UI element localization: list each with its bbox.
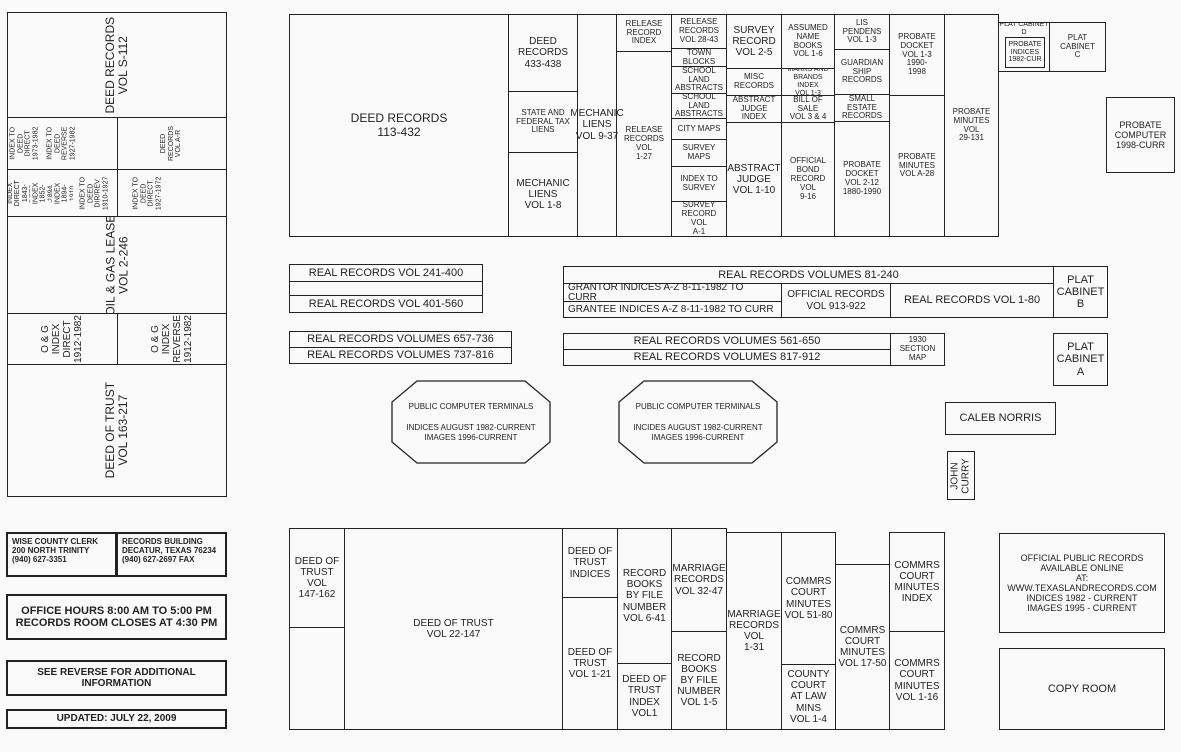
record-books-1-5-shelf: RECORD BOOKS BY FILE NUMBER VOL 1-5 bbox=[671, 631, 727, 730]
probate-indices-shelf: PROBATE INDICES 1982-CUR bbox=[1005, 37, 1045, 68]
assumed-name-books-shelf: ASSUMED NAME BOOKS VOL 1-6 bbox=[781, 14, 835, 69]
real-records-737-816-shelf: REAL RECORDS VOLUMES 737-816 bbox=[289, 347, 512, 364]
terminal-info: INDICES AUGUST 1982-CURRENT IMAGES 1996-… bbox=[406, 423, 536, 442]
release-records-28-43-shelf: RELEASE RECORDS VOL 28-43 bbox=[671, 14, 727, 49]
og-index-direct-shelf: O & G INDEX DIRECT 1912-1982 bbox=[39, 315, 84, 363]
office-hours-notice: OFFICE HOURS 8:00 AM TO 5:00 PM RECORDS … bbox=[6, 594, 227, 640]
official-records-913-922-shelf: OFFICIAL RECORDS VOL 913-922 bbox=[781, 283, 891, 318]
marriage-records-1-31-shelf: MARRIAGE RECORDS VOL 1-31 bbox=[726, 532, 782, 730]
public-computer-terminals-1[interactable]: PUBLIC COMPUTER TERMINALS INDICES AUGUST… bbox=[391, 380, 551, 464]
deed-of-trust-147-162-shelf: DEED OF TRUST VOL 147-162 bbox=[289, 528, 345, 628]
deed-of-trust-indices-shelf: DEED OF TRUST INDICES bbox=[562, 528, 618, 598]
deed-index-1852-shelf: DEED INDEX 1852-1894 bbox=[29, 182, 51, 204]
misc-records-shelf: MISC RECORDS bbox=[726, 68, 782, 96]
school-land-abstracts-shelf-1: SCHOOL LAND ABSTRACTS bbox=[671, 66, 727, 94]
probate-computer-desk: PROBATE COMPUTER 1998-CURR bbox=[1106, 97, 1175, 173]
guardianship-records-shelf: GUARDIAN SHIP RECORDS bbox=[834, 49, 890, 95]
probate-minutes-a28-shelf: PROBATE MINUTES VOL A-28 bbox=[889, 95, 945, 237]
deed-of-trust-1-21-shelf: DEED OF TRUST VOL 1-21 bbox=[562, 597, 618, 730]
index-reverse-1927-shelf: INDEX TO DEED REVERSE 1927-1982 bbox=[46, 126, 77, 161]
bill-of-sale-shelf: BILL OF SALE VOL 3 & 4 bbox=[781, 95, 835, 123]
oil-gas-lease-shelf: OIL & GAS LEASE VOL 2-246 bbox=[7, 216, 227, 314]
deed-of-trust-index-vol1-shelf: DEED OF TRUST INDEX VOL1 bbox=[617, 663, 672, 730]
probate-docket-2-12-shelf: PROBATE DOCKET VOL 2-12 1880-1990 bbox=[834, 121, 890, 237]
release-record-index-shelf: RELEASE RECORD INDEX bbox=[616, 14, 672, 52]
deed-records-a-r-shelf: DEED RECORDS VOL A-R bbox=[160, 125, 183, 162]
real-records-241-400-shelf: REAL RECORDS VOL 241-400 bbox=[289, 264, 483, 282]
survey-record-a1-shelf: SURVEY RECORD VOL A-1 bbox=[671, 201, 727, 237]
updated-date: UPDATED: JULY 22, 2009 bbox=[6, 709, 227, 729]
records-building-address: RECORDS BUILDING DECATUR, TEXAS 76234 (9… bbox=[116, 532, 227, 577]
real-records-817-912-shelf: REAL RECORDS VOLUMES 817-912 bbox=[563, 349, 891, 366]
county-court-at-law-shelf: COUNTY COURT AT LAW MINS VOL 1-4 bbox=[781, 664, 836, 730]
see-reverse-notice: SEE REVERSE FOR ADDITIONAL INFORMATION bbox=[6, 660, 227, 696]
deed-of-trust-22-147-shelf: DEED OF TRUST VOL 22-147 bbox=[344, 528, 563, 730]
terminal-outline bbox=[391, 380, 551, 464]
town-blocks-shelf: TOWN BLOCKS bbox=[671, 48, 727, 67]
abstract-judge-1-10-shelf: ABSTRACT JUDGE VOL 1-10 bbox=[726, 122, 782, 237]
mechanic-liens-9-37-label: MECHANIC LIENS VOL 9-37 bbox=[570, 108, 624, 142]
city-maps-shelf: CITY MAPS bbox=[671, 118, 727, 140]
official-bond-record-shelf: OFFICIAL BOND RECORD VOL 9-16 bbox=[781, 122, 835, 237]
survey-maps-shelf: SURVEY MAPS bbox=[671, 139, 727, 167]
index-dir-rev-shelf: INDEX TO DEED DIR/REV 1910-1927 bbox=[79, 176, 110, 210]
commrs-court-minutes-1-16-shelf: COMMRS COURT MINUTES VOL 1-16 bbox=[889, 631, 945, 730]
divider bbox=[117, 313, 118, 365]
commrs-court-minutes-17-50-shelf: COMMRS COURT MINUTES VOL 17-50 bbox=[835, 564, 890, 730]
deed-records-433-shelf: DEED RECORDS 433-438 bbox=[508, 14, 578, 92]
real-records-81-240-shelf: REAL RECORDS VOLUMES 81-240 bbox=[563, 266, 1054, 284]
caleb-norris-desk: CALEB NORRIS bbox=[945, 402, 1056, 435]
real-records-1-80-shelf: REAL RECORDS VOL 1-80 bbox=[890, 283, 1054, 318]
blank-shelf bbox=[289, 627, 345, 730]
lis-pendens-shelf: LIS PENDENS VOL 1-3 bbox=[834, 14, 890, 50]
john-curry-desk: JOHN CURRY bbox=[947, 451, 975, 500]
survey-record-2-5-shelf: SURVEY RECORD VOL 2-5 bbox=[726, 14, 782, 69]
terminal-title: PUBLIC COMPUTER TERMINALS bbox=[408, 401, 534, 411]
plat-cabinet-b-shelf: PLAT CABINET B bbox=[1053, 266, 1108, 318]
grantee-indices-shelf: GRANTEE INDICES A-Z 8-11-1982 TO CURR bbox=[563, 301, 782, 318]
online-records-notice: OFFICIAL PUBLIC RECORDS AVAILABLE ONLINE… bbox=[999, 533, 1165, 633]
shelf-label: DEED RECORDS VOL S-112 bbox=[102, 16, 130, 114]
terminal-info: INCIDES AUGUST 1982-CURRENT IMAGES 1996-… bbox=[633, 423, 763, 442]
terminal-outline bbox=[618, 380, 778, 464]
index-to-survey-shelf: INDEX TO SURVEY bbox=[671, 166, 727, 202]
marks-brands-index-shelf: MARKS AND BRANDS INDEX VOL 1-3 bbox=[781, 68, 835, 96]
divider bbox=[117, 169, 118, 217]
public-computer-terminals-2[interactable]: PUBLIC COMPUTER TERMINALS INCIDES AUGUST… bbox=[618, 380, 778, 464]
small-estate-records-shelf: SMALL ESTATE RECORDS bbox=[834, 94, 890, 122]
deed-of-trust-163-shelf: DEED OF TRUST VOL 163-217 bbox=[7, 364, 227, 497]
county-clerk-address: WISE COUNTY CLERK 200 NORTH TRINITY (940… bbox=[6, 532, 117, 577]
plat-cabinet-d-label: PLAT CABINET D bbox=[999, 23, 1049, 35]
blank-shelf bbox=[289, 281, 483, 296]
probate-docket-1-3-shelf: PROBATE DOCKET VOL 1-3 1990- 1998 bbox=[889, 14, 945, 96]
real-records-657-736-shelf: REAL RECORDS VOLUMES 657-736 bbox=[289, 331, 512, 348]
marriage-records-32-47-shelf: MARRIAGE RECORDS VOL 32-47 bbox=[671, 528, 727, 632]
index-direct-1973-shelf: INDEX TO DEED DIRECT 1973-1982 bbox=[9, 126, 40, 161]
probate-minutes-29-131-shelf: PROBATE MINUTES VOL 29-131 bbox=[944, 14, 999, 237]
real-records-561-650-shelf: REAL RECORDS VOLUMES 561-650 bbox=[563, 333, 891, 350]
deed-index-1843-shelf: DEED INDEX DIRECT 1843-1927 bbox=[7, 179, 29, 207]
og-index-reverse-shelf: O & G INDEX REVERSE 1912-1982 bbox=[149, 315, 194, 363]
mechanic-liens-1-8-shelf: MECHANIC LIENS VOL 1-8 bbox=[508, 152, 578, 237]
commrs-court-minutes-index-shelf: COMMRS COURT MINUTES INDEX bbox=[889, 532, 945, 632]
abstract-judge-index-shelf: ABSTRACT JUDGE INDEX bbox=[726, 95, 782, 123]
1930-section-map-shelf: 1930 SECTION MAP bbox=[890, 333, 945, 366]
index-direct-1927-shelf: INDEX TO DEED DIRECT 1927-1972 bbox=[132, 176, 163, 210]
terminal-title: PUBLIC COMPUTER TERMINALS bbox=[635, 401, 761, 411]
real-records-401-560-shelf: REAL RECORDS VOL 401-560 bbox=[289, 295, 483, 313]
divider bbox=[117, 117, 118, 170]
school-land-abstracts-shelf-2: SCHOOL LAND ABSTRACTS bbox=[671, 93, 727, 119]
deed-index-1894-shelf: DEED INDEX 1894-1910 bbox=[51, 182, 73, 204]
plat-cabinet-a-shelf: PLAT CABINET A bbox=[1053, 333, 1108, 386]
copy-room: COPY ROOM bbox=[999, 648, 1165, 730]
plat-cabinet-c-shelf: PLAT CABINET C bbox=[1049, 22, 1106, 72]
record-books-6-41-shelf: RECORD BOOKS BY FILE NUMBER VOL 6-41 bbox=[617, 528, 672, 664]
commrs-court-minutes-51-80-shelf: COMMRS COURT MINUTES VOL 51-80 bbox=[781, 532, 836, 665]
deed-records-113-shelf: DEED RECORDS 113-432 bbox=[289, 14, 509, 237]
grantor-indices-shelf: GRANTOR INDICES A-Z 8-11-1982 TO CURR bbox=[563, 283, 782, 302]
deed-records-s112-shelf: DEED RECORDS VOL S-112 bbox=[7, 12, 227, 118]
release-records-1-27-shelf: RELEASE RECORDS VOL 1-27 bbox=[616, 51, 672, 237]
